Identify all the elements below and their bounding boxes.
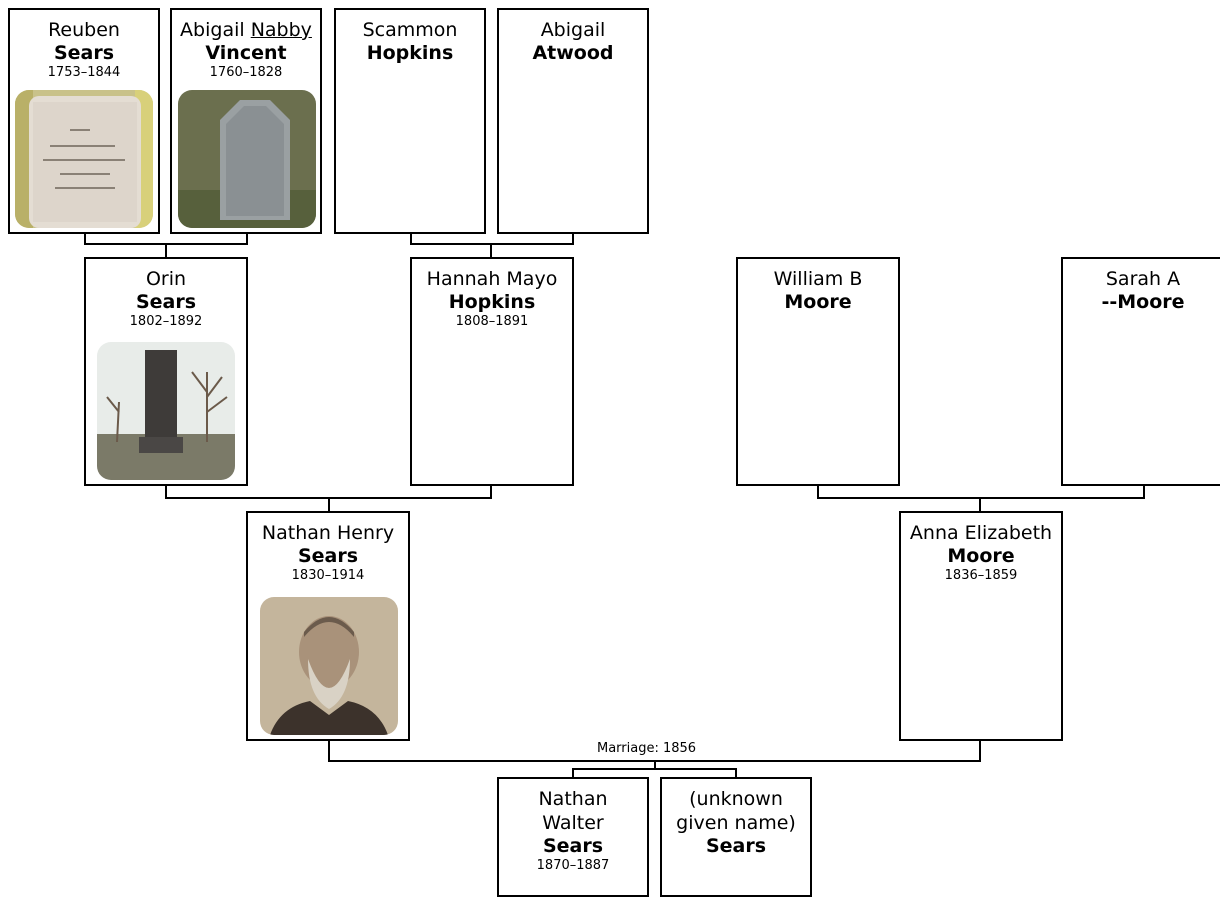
person-card-nathan-walter-sears[interactable]: Nathan Walter Sears 1870–1887 — [497, 777, 649, 897]
portrait-image — [260, 597, 398, 735]
surname: Sears — [542, 835, 604, 857]
given-name: Nathan Henry — [261, 522, 395, 544]
given-name: Abigail — [540, 19, 606, 41]
life-dates: 1802–1892 — [129, 314, 203, 329]
surname: Atwood — [532, 42, 614, 64]
person-card-nathan-henry-sears[interactable]: Nathan Henry Sears 1830–1914 — [246, 511, 410, 741]
connector-line — [328, 497, 330, 512]
given-name-line1: (unknown — [689, 788, 783, 810]
connector-line — [328, 741, 330, 761]
gravestone-image — [97, 342, 235, 480]
given-name: Anna Elizabeth — [909, 522, 1053, 544]
connector-line — [654, 760, 656, 769]
given-name: Sarah A — [1105, 268, 1181, 290]
gravestone-photo[interactable] — [178, 90, 316, 228]
person-card-reuben-sears[interactable]: Reuben Sears 1753–1844 — [8, 8, 160, 234]
person-card-orin-sears[interactable]: Orin Sears 1802–1892 — [84, 257, 248, 486]
connector-line — [410, 234, 412, 244]
surname: Hopkins — [448, 291, 536, 313]
given-name-line1: Nathan — [538, 788, 608, 810]
connector-line — [165, 486, 167, 498]
connector-line — [246, 234, 248, 244]
person-card-abigail-atwood[interactable]: Abigail Atwood — [497, 8, 649, 234]
connector-line — [979, 741, 981, 761]
surname: Sears — [53, 42, 115, 64]
gravestone-image — [15, 90, 153, 228]
person-card-unknown-sears[interactable]: (unknown given name) Sears — [660, 777, 812, 897]
person-card-hannah-hopkins[interactable]: Hannah Mayo Hopkins 1808–1891 — [410, 257, 574, 486]
portrait-photo[interactable] — [260, 597, 398, 735]
connector-line — [572, 768, 574, 778]
life-dates: 1830–1914 — [291, 568, 365, 583]
connector-line — [572, 768, 737, 770]
given-name: William B — [773, 268, 863, 290]
person-card-william-moore[interactable]: William B Moore — [736, 257, 900, 486]
surname: Moore — [784, 291, 852, 313]
life-dates: 1753–1844 — [47, 65, 121, 80]
gravestone-photo[interactable] — [15, 90, 153, 228]
given-name: Abigail Nabby — [172, 18, 320, 42]
surname: Moore — [947, 545, 1015, 567]
given-name-line2: given name) — [676, 812, 796, 834]
given-name: Orin — [145, 268, 187, 290]
connector-line — [84, 234, 86, 244]
connector-line — [165, 243, 167, 258]
surname: Sears — [705, 835, 767, 857]
surname: Sears — [135, 291, 197, 313]
marriage-label: Marriage: 1856 — [596, 741, 698, 757]
person-card-anna-moore[interactable]: Anna Elizabeth Moore 1836–1859 — [899, 511, 1063, 741]
given-name: Hannah Mayo — [426, 268, 558, 290]
person-card-sarah-moore[interactable]: Sarah A --Moore — [1061, 257, 1220, 486]
connector-line — [572, 234, 574, 244]
connector-line — [490, 486, 492, 498]
surname: --Moore — [1101, 291, 1185, 313]
life-dates: 1808–1891 — [455, 314, 529, 329]
connector-line — [490, 243, 492, 258]
life-dates: 1870–1887 — [536, 858, 610, 873]
nickname: Nabby — [250, 19, 312, 41]
connector-line — [817, 486, 819, 498]
connector-line — [1143, 486, 1145, 498]
given-name: Reuben — [48, 19, 120, 41]
gravestone-image — [178, 90, 316, 228]
given-first: Abigail — [180, 19, 245, 41]
connector-line — [979, 497, 981, 512]
surname: Hopkins — [366, 42, 454, 64]
person-card-abigail-vincent[interactable]: Abigail Nabby Vincent 1760–1828 — [170, 8, 322, 234]
connector-line — [735, 768, 737, 778]
person-card-scammon-hopkins[interactable]: Scammon Hopkins — [334, 8, 486, 234]
gravestone-photo[interactable] — [97, 342, 235, 480]
connector-line — [817, 497, 1145, 499]
given-name: Scammon — [362, 19, 458, 41]
life-dates: 1836–1859 — [944, 568, 1018, 583]
surname: Sears — [297, 545, 359, 567]
surname: Vincent — [205, 42, 287, 64]
connector-line — [410, 243, 574, 245]
life-dates: 1760–1828 — [209, 65, 283, 80]
given-name-line2: Walter — [542, 812, 604, 834]
